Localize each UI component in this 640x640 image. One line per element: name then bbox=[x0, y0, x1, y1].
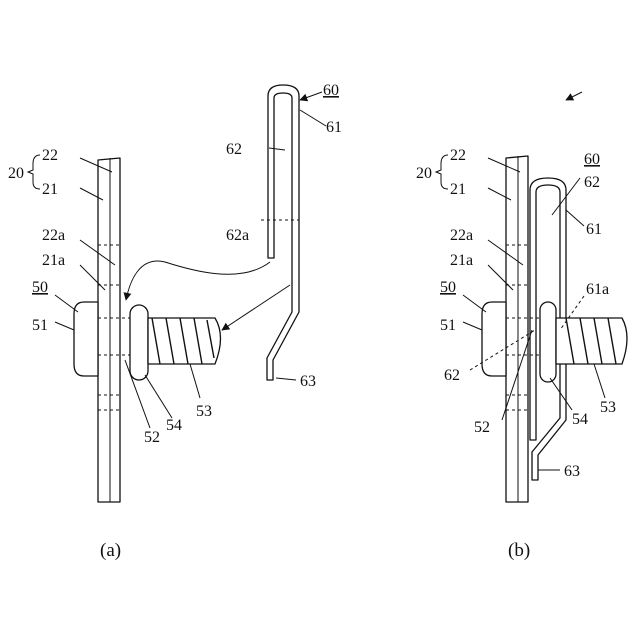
label-50-b: 50 bbox=[440, 279, 456, 296]
label-53-a: 53 bbox=[196, 403, 212, 420]
clip-50-b bbox=[482, 302, 627, 382]
label-63-b: 63 bbox=[564, 463, 580, 480]
label-62-a: 62 bbox=[226, 141, 242, 158]
label-21a-b: 21a bbox=[450, 252, 473, 269]
label-60-a: 60 bbox=[323, 82, 339, 99]
label-21-b: 21 bbox=[450, 181, 466, 198]
label-53-b: 53 bbox=[600, 399, 616, 416]
label-20-b: 20 bbox=[416, 165, 432, 182]
caption-a: (a) bbox=[100, 540, 121, 561]
label-62a-a: 62a bbox=[226, 227, 249, 244]
label-51-a: 51 bbox=[32, 317, 48, 334]
label-20-a: 20 bbox=[8, 165, 24, 182]
label-22a-a: 22a bbox=[42, 227, 65, 244]
label-21a-a: 21a bbox=[42, 252, 65, 269]
label-52-a: 52 bbox=[144, 429, 160, 446]
label-61a-b: 61a bbox=[586, 281, 609, 298]
caption-b: (b) bbox=[508, 540, 530, 561]
label-62-b-top: 62 bbox=[584, 174, 600, 191]
spring-clip-60 bbox=[261, 85, 299, 380]
label-54-b: 54 bbox=[572, 411, 588, 428]
label-50-a: 50 bbox=[32, 279, 48, 296]
label-61-b: 61 bbox=[586, 221, 602, 238]
figure-b: 20 22 21 22a 21a 50 51 60 62 61 61a 62 5… bbox=[416, 92, 627, 561]
label-52-b: 52 bbox=[474, 419, 490, 436]
clip-50 bbox=[74, 302, 221, 380]
label-22-a: 22 bbox=[42, 147, 58, 164]
label-60-b: 60 bbox=[584, 151, 600, 168]
label-21-a: 21 bbox=[42, 181, 58, 198]
label-61-a: 61 bbox=[326, 119, 342, 136]
label-22-b: 22 bbox=[450, 147, 466, 164]
label-22a-b: 22a bbox=[450, 227, 473, 244]
figure-a: 20 22 21 22a 21a 50 51 52 54 53 60 61 62… bbox=[8, 82, 342, 561]
label-54-a: 54 bbox=[166, 417, 182, 434]
label-51-b: 51 bbox=[440, 317, 456, 334]
label-63-a: 63 bbox=[300, 373, 316, 390]
label-62-b-bottom: 62 bbox=[444, 367, 460, 384]
